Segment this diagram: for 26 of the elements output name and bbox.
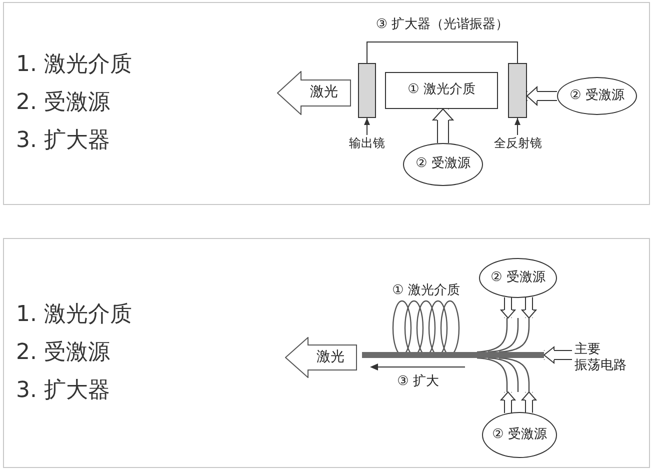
panel bbox=[3, 2, 650, 205]
coil-label: ① 激光介质 bbox=[392, 283, 460, 300]
bracket-line bbox=[366, 42, 518, 64]
arrow-label: 激光 bbox=[310, 84, 338, 102]
arrow bbox=[364, 118, 370, 136]
ellipse-label: ② 受激源 bbox=[570, 88, 624, 104]
box-label: ① 激光介质 bbox=[408, 82, 476, 99]
mirror bbox=[358, 63, 376, 118]
panel bbox=[3, 238, 650, 468]
part-label: 输出镜 bbox=[349, 136, 385, 150]
arrow bbox=[514, 118, 520, 136]
list-item: 2. 受激源 bbox=[16, 89, 110, 116]
list-item: 3. 扩大器 bbox=[16, 127, 110, 154]
list-item: 1. 激光介质 bbox=[16, 301, 132, 328]
part-label: 全反射镜 bbox=[494, 136, 542, 150]
direction-label: ③ 扩大 bbox=[397, 374, 439, 390]
list-item: 3. 扩大器 bbox=[16, 377, 110, 404]
ellipse-label: ② 受激源 bbox=[490, 270, 546, 286]
medium-box bbox=[385, 72, 498, 109]
circuit-label: 主要振荡电路 bbox=[574, 342, 628, 374]
mirror bbox=[508, 63, 527, 118]
ellipse-label: ② 受激源 bbox=[492, 426, 547, 444]
list-item: 1. 激光介质 bbox=[16, 51, 132, 78]
list-item: 2. 受激源 bbox=[16, 339, 110, 366]
arrow-label: 激光 bbox=[316, 348, 344, 366]
ellipse-label: ② 受激源 bbox=[416, 156, 470, 173]
